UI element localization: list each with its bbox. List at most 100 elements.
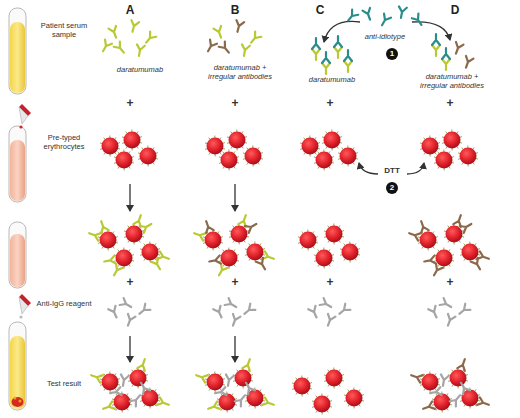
- antibody: [229, 314, 240, 327]
- antibody: [214, 387, 226, 397]
- antibody: [109, 26, 120, 39]
- antibody-stroke: [88, 229, 101, 240]
- antibody: [119, 374, 129, 386]
- step-label: Patient serum sample: [33, 22, 95, 39]
- erythrocyte: [314, 396, 331, 413]
- antibody: [90, 371, 103, 382]
- antibody: [240, 44, 250, 56]
- test-tubes: [9, 8, 26, 410]
- antibody-stroke: [120, 298, 134, 310]
- antibody: [444, 314, 455, 327]
- antibody-stroke: [214, 26, 225, 39]
- erythrocyte: [124, 132, 141, 149]
- antibody-stroke: [102, 401, 115, 412]
- antibody: [458, 381, 470, 395]
- erythrocyte: [324, 132, 341, 149]
- antibody-stroke: [458, 381, 470, 395]
- antibody: [262, 397, 275, 408]
- antibody-stroke: [412, 14, 425, 28]
- antibody-stroke: [312, 49, 320, 60]
- antibody-stroke: [324, 314, 335, 327]
- antibody-stroke: [130, 393, 143, 407]
- plus-sign: +: [231, 97, 238, 111]
- antibody-stroke: [432, 45, 440, 56]
- erythrocyte: [294, 378, 311, 395]
- antibody: [140, 221, 154, 233]
- antibody: [242, 304, 256, 317]
- erythrocyte: [221, 152, 238, 169]
- antibody: [205, 40, 217, 54]
- antibody: [408, 229, 421, 240]
- antibody: [453, 214, 464, 227]
- antibody-stroke: [90, 371, 103, 382]
- antibody: [102, 401, 115, 412]
- antibody: [235, 393, 248, 407]
- antibody-stroke: [151, 258, 163, 272]
- antibody-stroke: [320, 298, 334, 310]
- antibody-stroke: [119, 374, 129, 386]
- antibody: [312, 49, 320, 60]
- erythrocyte: [235, 370, 252, 387]
- antibody: [129, 20, 140, 33]
- antibody-stroke: [477, 251, 490, 262]
- antibody-stroke: [157, 251, 170, 262]
- antibody: [334, 36, 342, 47]
- plus-sign: +: [446, 276, 453, 290]
- antibody: [224, 374, 234, 386]
- callout-number: 2: [386, 182, 398, 194]
- molecules: [88, 6, 490, 414]
- erythrocyte: [450, 370, 467, 387]
- antibody: [410, 371, 423, 382]
- antibody: [114, 42, 127, 56]
- antibody-stroke: [462, 56, 473, 69]
- reagent-label: anti-idiotype: [365, 33, 405, 42]
- antibody: [460, 221, 474, 233]
- antibody-stroke: [224, 374, 234, 386]
- erythrocyte: [420, 232, 437, 249]
- antibody: [428, 306, 440, 319]
- antibody-stroke: [133, 214, 144, 227]
- antibody: [243, 381, 255, 395]
- antibody: [417, 220, 428, 233]
- antibody-stroke: [219, 42, 232, 56]
- antibody: [344, 61, 352, 72]
- antibody-stroke: [195, 371, 208, 382]
- antibody-stroke: [424, 256, 436, 266]
- antibody-stroke: [235, 393, 248, 407]
- erythrocyte: [229, 132, 246, 149]
- antibody-stroke: [410, 371, 423, 382]
- column-letter: C: [316, 4, 325, 18]
- antibody-stroke: [97, 220, 108, 233]
- antibody-stroke: [322, 63, 330, 74]
- erythrocyte: [302, 138, 319, 155]
- erythrocyte: [207, 138, 224, 155]
- antibody: [104, 256, 116, 266]
- antibody: [216, 264, 228, 278]
- antibody-stroke: [256, 258, 268, 272]
- erythrocyte: [221, 250, 238, 267]
- antibody: [462, 56, 473, 69]
- plus-sign: +: [326, 97, 333, 111]
- antibody: [422, 401, 435, 412]
- antibody: [262, 251, 275, 262]
- antibody-stroke: [207, 401, 220, 412]
- antibody: [97, 220, 108, 233]
- antibody-stroke: [334, 36, 342, 47]
- antibody: [157, 251, 170, 262]
- antibody: [157, 397, 170, 408]
- plus-sign: +: [231, 276, 238, 290]
- antibody-stroke: [234, 20, 245, 33]
- plus-sign: +: [126, 97, 133, 111]
- callout-number: 1: [386, 48, 398, 60]
- erythrocyte: [346, 390, 363, 407]
- antibody-stroke: [262, 397, 275, 408]
- antibody-stroke: [108, 306, 120, 319]
- antibody: [202, 220, 213, 233]
- step-label: Test result: [33, 380, 95, 389]
- antibody-stroke: [439, 374, 449, 386]
- step-label: Pre-typed erythrocytes: [33, 134, 95, 151]
- antibody-stroke: [104, 256, 116, 266]
- antibody-stroke: [262, 251, 275, 262]
- column-letter: B: [231, 4, 240, 18]
- antibody-stroke: [453, 214, 464, 227]
